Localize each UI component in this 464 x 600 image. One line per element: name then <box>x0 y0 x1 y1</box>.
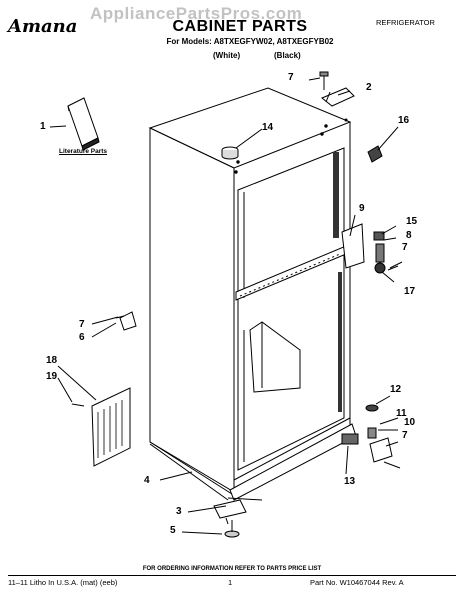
callout-1: 1 <box>40 121 46 132</box>
leader-lines <box>49 77 399 535</box>
leveling-foot-part <box>224 520 240 538</box>
callout-13: 13 <box>344 476 356 487</box>
callout-14: 14 <box>262 122 274 133</box>
callout-3: 3 <box>176 506 182 517</box>
callout-7-center: 7 <box>402 242 408 253</box>
callout-17: 17 <box>404 286 416 297</box>
left-hinge-pin-part <box>115 311 137 331</box>
callout-7-top: 7 <box>288 72 294 83</box>
bottom-hinge-part <box>341 404 401 469</box>
category-label: REFRIGERATOR <box>376 18 435 27</box>
callout-9: 9 <box>359 203 365 214</box>
callout-7-left: 7 <box>79 319 85 330</box>
model-numbers: For Models: A8TXEGFYW02, A8TXEGFYB02 <box>166 37 334 46</box>
footer-divider <box>8 575 456 576</box>
panel-screw-part <box>71 403 85 407</box>
callout-5: 5 <box>170 525 176 536</box>
top-hinge-part <box>321 87 355 107</box>
center-hinge-part <box>341 223 403 274</box>
watermark: AppliancePartsPros.com <box>90 4 303 23</box>
callout-4: 4 <box>144 475 150 486</box>
leveling-bracket-part <box>213 499 247 525</box>
callout-6: 6 <box>79 332 85 343</box>
callout-10: 10 <box>404 417 416 428</box>
variant-black: (Black) <box>274 51 301 60</box>
top-hinge-screw <box>319 71 329 90</box>
cabinet-body <box>148 87 357 501</box>
top-plug-part <box>221 146 239 160</box>
callout-19: 19 <box>46 371 58 382</box>
page-number: 1 <box>228 578 233 587</box>
literature-parts-label: Literature Parts <box>59 148 108 155</box>
callout-18: 18 <box>46 355 58 366</box>
callout-12: 12 <box>390 384 402 395</box>
variant-white: (White) <box>213 51 241 60</box>
callout-2: 2 <box>366 82 372 93</box>
electronics-panel-part <box>91 387 131 467</box>
print-info: 11–11 Litho In U.S.A. (mat) (eeb) <box>8 578 118 587</box>
ordering-note: FOR ORDERING INFORMATION REFER TO PARTS … <box>142 566 322 572</box>
callout-8: 8 <box>406 230 412 241</box>
brand-logo: Amana <box>8 16 78 37</box>
part-number: Part No. W10467044 Rev. A <box>310 578 404 587</box>
callout-16: 16 <box>398 115 410 126</box>
callout-15: 15 <box>406 216 418 227</box>
callout-11: 11 <box>396 408 407 419</box>
page-title: CABINET PARTS <box>172 18 308 35</box>
literature-booklet <box>67 97 100 151</box>
callout-7-bottom: 7 <box>402 430 408 441</box>
